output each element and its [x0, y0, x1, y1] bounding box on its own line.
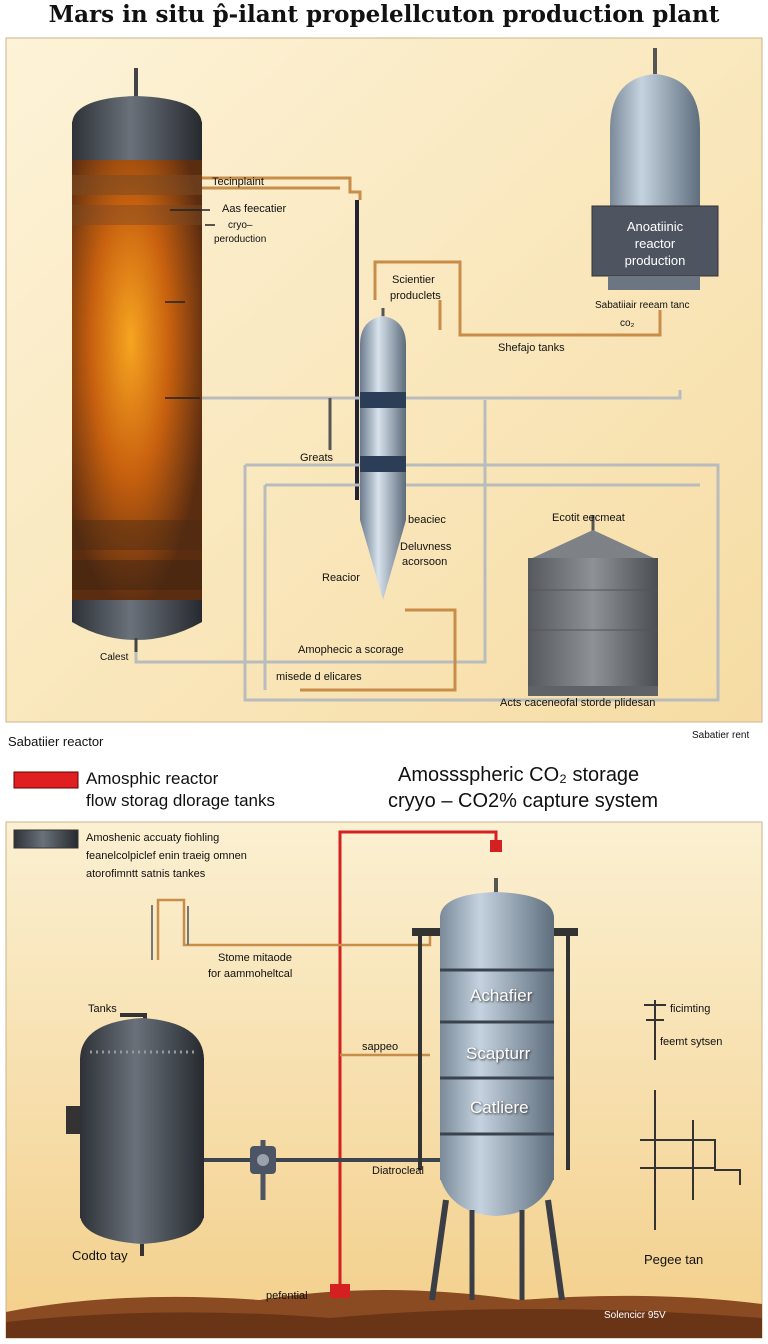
tank-ring-label-3: Catliere [470, 1098, 529, 1117]
tank-ring-label-2: Scapturr [466, 1044, 531, 1063]
label-soleneicr: Solencicr 95V [604, 1310, 666, 1321]
reactor-box-label: Anoatiinic reactor production [624, 219, 686, 268]
storage-tank-gray [528, 530, 658, 696]
label-pefential: pefential [266, 1290, 308, 1302]
label-storage-tanks: Shefajo tanks [498, 342, 565, 354]
legend-gray-line2: feanelcolpiclef enin traeig omnen [86, 850, 247, 862]
label-acts: Acts caceneofal storde plidesan [500, 697, 656, 709]
legend-red-line1: Amosphic reactor [86, 769, 219, 788]
legend-gray-line1: Amoshenic accuaty fiohling [86, 832, 220, 844]
label-scientier: Scientier [392, 274, 435, 286]
label-cryo: cryo– [228, 220, 253, 231]
label-tanks: Tanks [88, 1003, 117, 1015]
tank-ring-label-1: Achafier [470, 986, 533, 1005]
label-pegee: Pegee tan [644, 1252, 704, 1267]
pressure-tank-dark [66, 1013, 204, 1256]
label-production: peroduction [214, 234, 267, 245]
label-sappeo: sappeo [362, 1041, 399, 1053]
label-atmospheric-storage: Amophecic a scorage [298, 644, 404, 656]
label-products: produclets [390, 290, 441, 302]
valve-icon [250, 1140, 276, 1200]
legend-red-line2: flow storag dlorage tanks [86, 791, 275, 810]
instrument-gauges [640, 1000, 741, 1230]
label-deluvness: Deluvness [400, 541, 452, 553]
label-diatrocleal: Diatrocleal [372, 1165, 424, 1177]
label-ecot: Ecotit eecmeat [552, 512, 625, 524]
main-reactor-column [72, 68, 202, 652]
section-label-left: Sabatiier reactor [8, 734, 104, 749]
heading-line2: cryyo – CO2% capture system [388, 790, 659, 812]
label-feemt: feemt sytsen [660, 1036, 723, 1048]
section-label-right: Sabatier rent [692, 730, 750, 741]
label-acorsson: acorsoon [402, 556, 448, 568]
page-title: Mars in situ p̂-ilant propelellcuton pro… [48, 1, 720, 28]
label-for-ammo: for aammoheltcal [208, 968, 293, 980]
top-pipes [134, 176, 720, 702]
label-calest: Calest [100, 652, 129, 663]
arrow-markers [165, 209, 215, 399]
central-separator-column [360, 308, 406, 600]
label-reactor: Reacior [322, 572, 360, 584]
label-greats: Greats [300, 452, 334, 464]
legend-gray-line3: atorofimntt satnis tankes [86, 868, 206, 880]
label-beaciec: beaciec [408, 514, 446, 526]
label-codto-tay: Codto tay [72, 1248, 128, 1263]
label-aas-feed: Aas feecatier [222, 203, 287, 215]
label-techplant: Tecinplaint [212, 176, 264, 188]
bottom-pipes [156, 898, 432, 1057]
label-co2: co₂ [620, 318, 635, 329]
legend-swatch-gray [13, 829, 79, 849]
label-ficimting: ficimting [670, 1003, 711, 1015]
heading-line1: Amossspheric CO₂ storage [398, 764, 640, 786]
reactor-production-unit [591, 48, 719, 290]
capture-tank [412, 878, 578, 1301]
label-sabatier-room: Sabatiiair reeam tanc [595, 300, 690, 311]
legend-swatch-red [13, 771, 79, 789]
label-misee: misede d elicares [276, 671, 362, 683]
label-storage-mode: Stome mitaode [218, 952, 292, 964]
